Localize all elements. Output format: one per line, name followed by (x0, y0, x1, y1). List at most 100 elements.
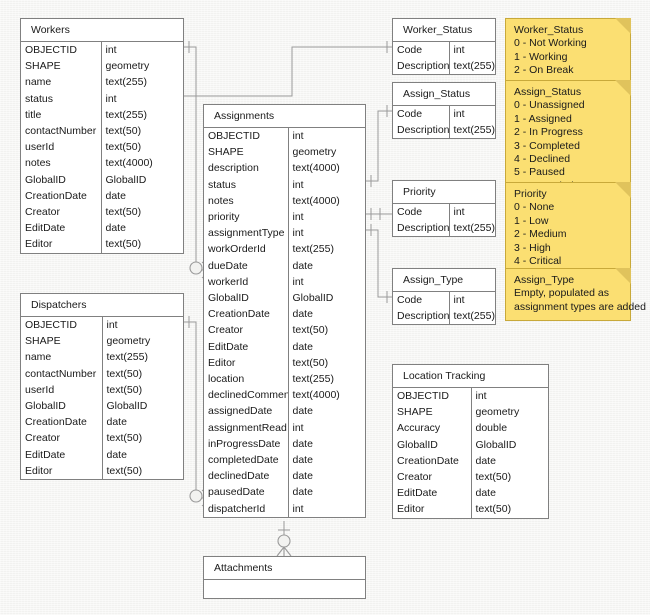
field-type: text(50) (105, 238, 142, 251)
note-fold-icon (615, 268, 631, 284)
field-type: date (105, 189, 126, 202)
field-type: geometry (475, 406, 520, 419)
field-name: declinedComment (204, 387, 289, 404)
field-name: Description (393, 220, 450, 237)
field-name: dispatcherId (204, 500, 289, 517)
field-name: CreationDate (21, 187, 102, 205)
field-name: Editor (21, 462, 103, 480)
field-type: int (292, 421, 304, 434)
line-assignments-status-to-assign-status (366, 110, 392, 182)
field-name: assignmentType (204, 225, 289, 242)
entity-title: Worker_Status (393, 19, 495, 42)
field-name: Code (393, 292, 450, 309)
field-type: geometry (106, 335, 151, 348)
note-heading: Worker_Status (514, 24, 584, 36)
field-type: int (292, 178, 304, 191)
field-type: text(50) (475, 471, 512, 484)
note-line: 1 - Working (514, 50, 568, 63)
field-type: text(255) (453, 222, 495, 235)
field-type: date (106, 416, 127, 429)
field-type: date (292, 486, 313, 499)
entity-title: Assign_Type (393, 269, 495, 292)
field-type: int (292, 275, 304, 288)
entity-title: Priority (393, 181, 495, 204)
field-name: EditDate (21, 446, 103, 463)
field-name: notes (204, 192, 289, 210)
field-type: date (105, 222, 126, 235)
entity-attachments[interactable]: Attachments (203, 556, 366, 599)
field-name: assignmentRead (204, 419, 289, 436)
field-name: CreationDate (393, 452, 472, 470)
field-type: GlobalID (475, 438, 517, 451)
field-type: int (453, 108, 465, 120)
field-type: text(50) (105, 125, 142, 138)
field-type: text(50) (105, 206, 142, 219)
field-type: geometry (292, 146, 337, 159)
field-type: date (475, 487, 496, 500)
field-name: workOrderId (204, 241, 289, 258)
field-type: text(50) (106, 432, 143, 445)
field-type: double (475, 422, 508, 435)
note-line: 2 - On Break (514, 64, 574, 77)
field-name: contactNumber (21, 123, 102, 140)
field-type: text(255) (292, 243, 334, 256)
field-name: SHAPE (204, 144, 289, 161)
field-name: Description (393, 308, 450, 325)
field-type: text(255) (453, 60, 495, 73)
note-heading: Priority (514, 188, 547, 200)
field-type: int (453, 294, 465, 306)
entity-title: Workers (21, 19, 183, 42)
note-line: 0 - None (514, 201, 555, 214)
field-type: date (292, 470, 313, 483)
note-line: 2 - In Progress (514, 126, 583, 139)
field-type: GlobalID (292, 292, 334, 305)
field-name: notes (21, 155, 102, 172)
field-name: GlobalID (21, 398, 103, 415)
field-type: int (453, 44, 465, 56)
field-name: CreationDate (204, 306, 289, 323)
entity-title: Location Tracking (393, 365, 548, 388)
field-row-empty (204, 580, 365, 598)
